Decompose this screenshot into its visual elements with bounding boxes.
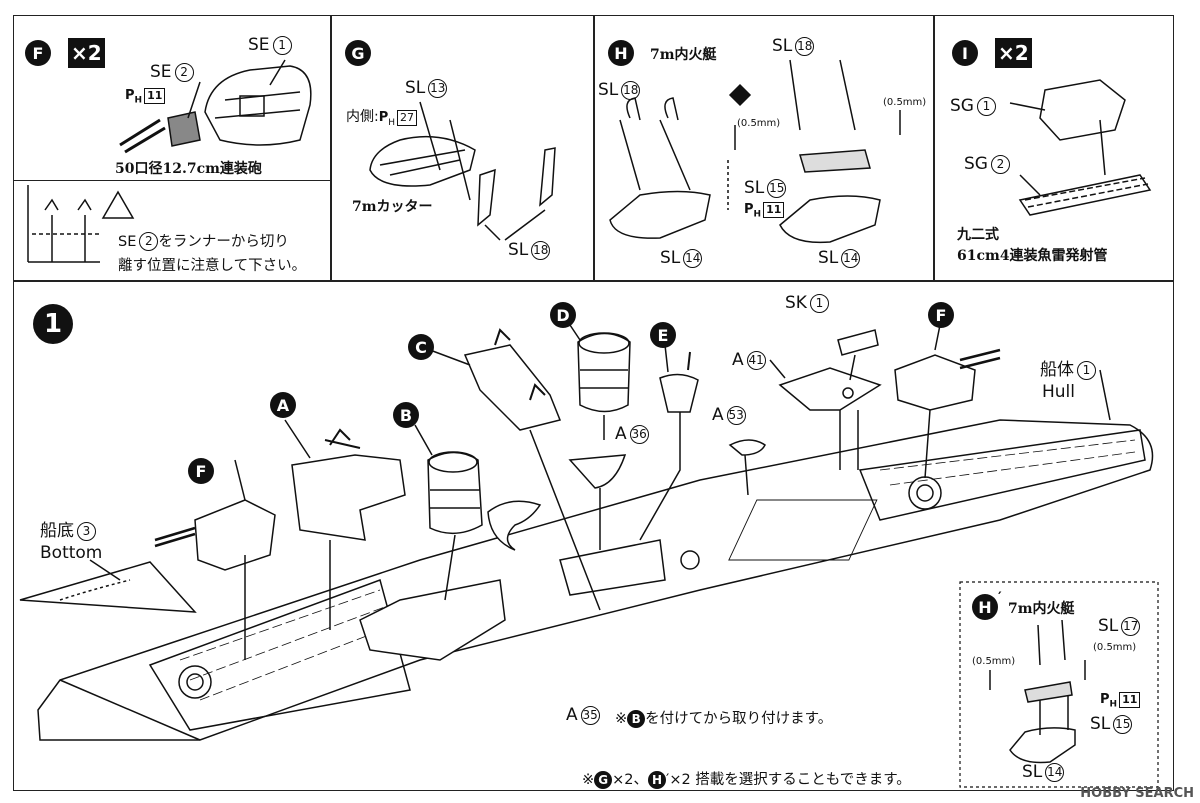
g-cutter-drawing bbox=[369, 101, 556, 241]
h-launch-drawings bbox=[609, 59, 901, 244]
main-mast-e bbox=[639, 344, 699, 541]
step-i-badge: I bbox=[952, 40, 978, 66]
hprime-launch-drawing bbox=[989, 619, 1086, 764]
bottom-label-en: Bottom bbox=[40, 543, 103, 563]
label-f-right: F bbox=[928, 302, 954, 328]
step-1-badge: 1 bbox=[33, 304, 73, 344]
drill-size-a: (0.5mm) bbox=[737, 118, 781, 129]
main-platform-a41 bbox=[769, 359, 882, 470]
main-hull-drawing bbox=[37, 419, 1154, 741]
label-e: E bbox=[650, 322, 676, 348]
label-c: C bbox=[408, 334, 434, 360]
main-bridge-a bbox=[284, 419, 406, 630]
caption-torpedo-line1: 九二式 bbox=[957, 227, 999, 243]
caption-torpedo-line2: 61cm4連装魚雷発射管 bbox=[957, 248, 1108, 264]
main-part-sk1 bbox=[837, 329, 879, 356]
step-g-badge: G bbox=[345, 40, 371, 66]
step-f-badge: F bbox=[25, 40, 51, 66]
main-funnel-d bbox=[569, 324, 631, 440]
panel-f bbox=[13, 15, 331, 281]
caption-cutter: 7mカッター bbox=[352, 199, 433, 215]
panel-h bbox=[594, 15, 934, 281]
runner-gate-sketch bbox=[27, 185, 100, 263]
label-b: B bbox=[393, 402, 419, 428]
label-f-left: F bbox=[188, 458, 214, 484]
hprime-box bbox=[959, 581, 1159, 788]
caption-gun-turret: 50口径12.7cm連装砲 bbox=[115, 161, 262, 177]
h-title: 7m内火艇 bbox=[650, 47, 717, 63]
watermark: HOBBY SEARCH bbox=[1080, 786, 1194, 801]
f-warning-divider bbox=[13, 180, 331, 181]
warning-line-2: 離す位置に注意して下さい。 bbox=[118, 258, 307, 274]
panel-g bbox=[331, 15, 594, 281]
step-hprime-badge: H bbox=[972, 594, 998, 620]
panel-i bbox=[934, 15, 1174, 281]
main-turret-f-right bbox=[894, 324, 1001, 479]
warning-triangle-icon bbox=[101, 190, 135, 219]
label-a: A bbox=[270, 392, 296, 418]
i-torpedo-tube-drawing bbox=[1009, 79, 1152, 216]
quantity-badge-i: ×2 bbox=[995, 38, 1032, 68]
quantity-badge: ×2 bbox=[68, 38, 105, 68]
drill-size-b: (0.5mm) bbox=[883, 97, 927, 108]
step-h-badge: H bbox=[608, 40, 634, 66]
deck-part-a35 bbox=[487, 500, 542, 551]
hprime-drill-a: (0.5mm) bbox=[972, 656, 1016, 667]
deck-part-a53 bbox=[728, 439, 766, 456]
hull-label-en: Hull bbox=[1042, 382, 1076, 402]
main-turret-f-left bbox=[154, 459, 276, 660]
main-part-c bbox=[429, 328, 601, 611]
label-d: D bbox=[550, 302, 576, 328]
step-1-panel bbox=[13, 281, 1174, 791]
hprime-title: 7m内火艇 bbox=[1008, 601, 1075, 617]
deck-part-a36 bbox=[568, 454, 627, 489]
main-funnel-b bbox=[414, 424, 483, 601]
hprime-prime: ′ bbox=[998, 590, 1002, 606]
hprime-drill-b: (0.5mm) bbox=[1093, 642, 1137, 653]
f-turret-drawing bbox=[119, 59, 312, 154]
bottom-part-drawing bbox=[19, 561, 197, 613]
footer-note: ※G×2、H′×2 搭載を選択することもできます。 bbox=[582, 771, 911, 789]
